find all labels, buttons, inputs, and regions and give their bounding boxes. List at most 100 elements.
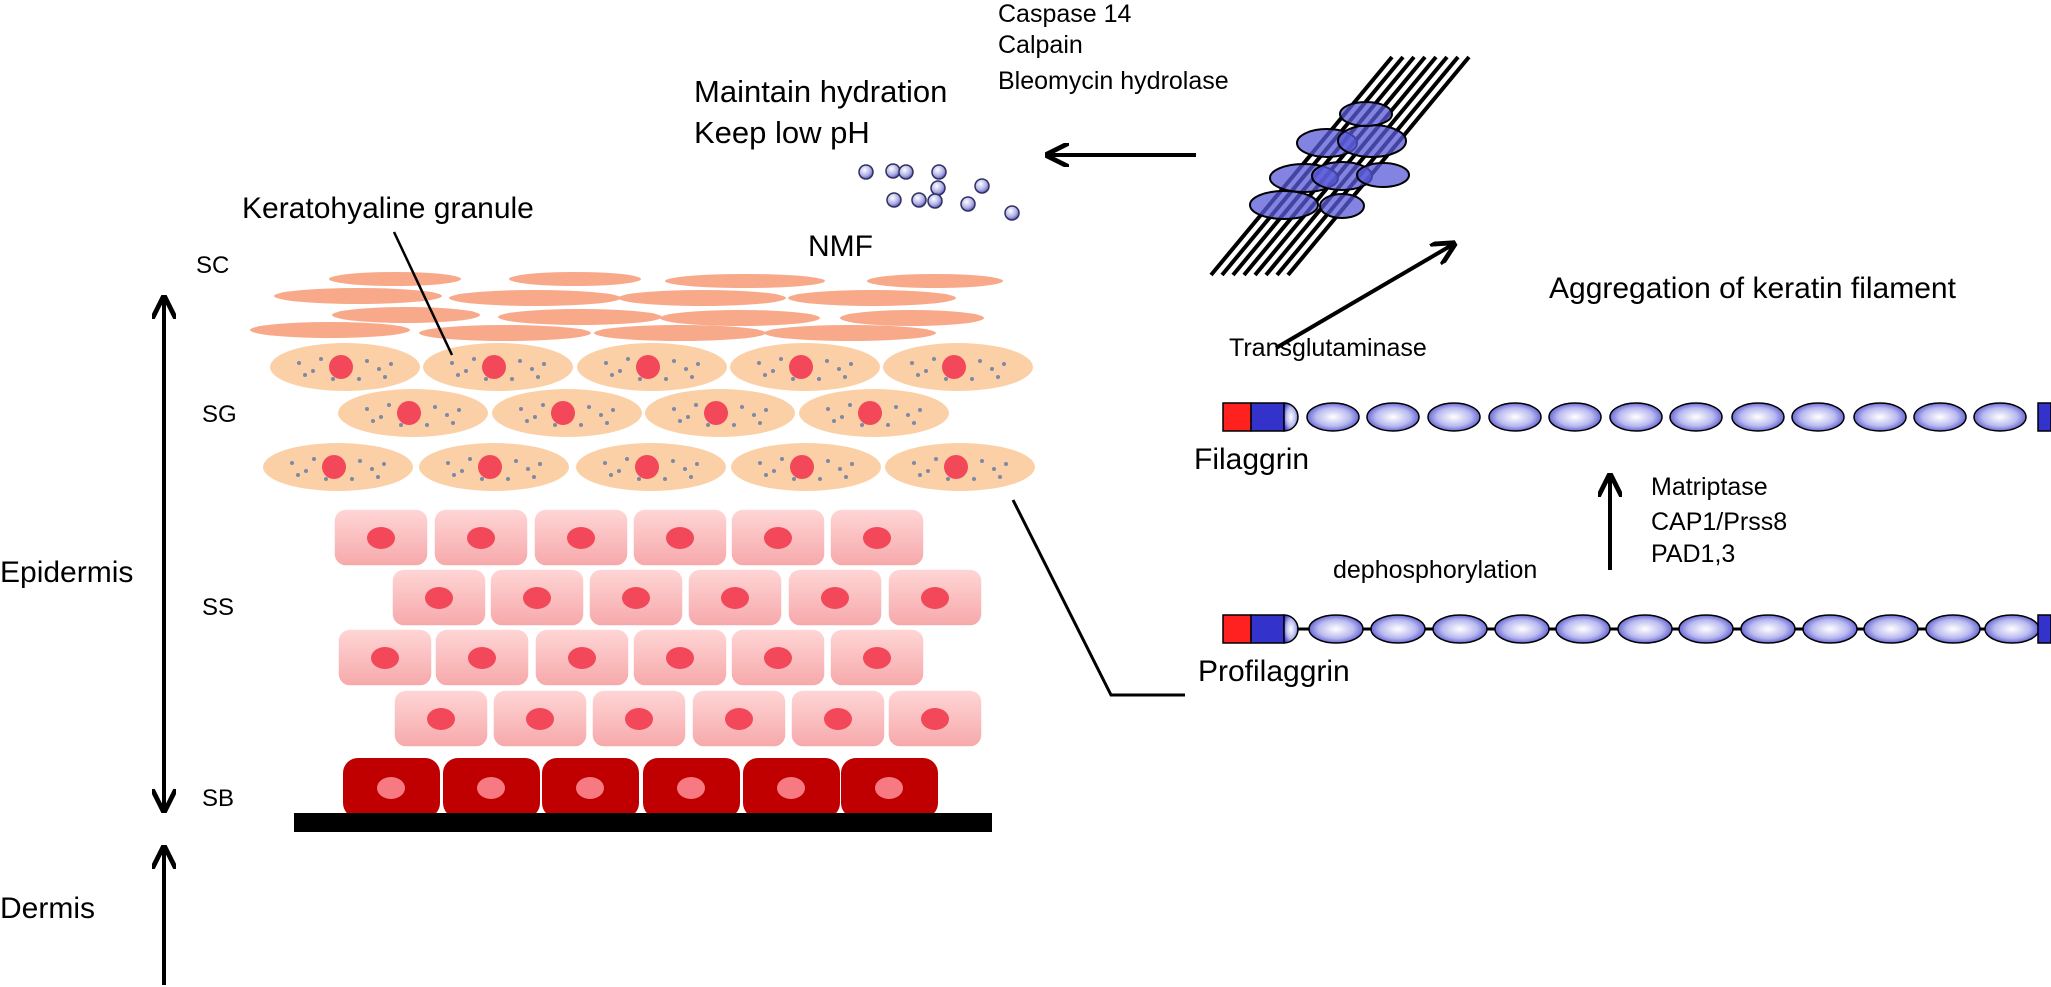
keratohyaline-granule (452, 473, 456, 477)
ss-nucleus (468, 647, 496, 669)
keratohyaline-granule (706, 423, 710, 427)
profilaggrin-repeat (1555, 614, 1611, 644)
keratohyaline-granule (460, 469, 464, 473)
keratohyaline-granule (383, 375, 387, 379)
keratohyaline-granule (611, 408, 615, 412)
keratohyaline-granule (468, 457, 472, 461)
nmf-molecule (930, 180, 946, 196)
aggregation-label: Aggregation of keratin filament (1549, 272, 1957, 305)
keratohyaline-granule (579, 423, 583, 427)
keratohyaline-granule (311, 369, 315, 373)
keratohyaline-granule (912, 461, 916, 465)
nmf-molecule (974, 178, 990, 194)
layer-label-sg: SG (202, 401, 237, 428)
keratohyaline-granule (297, 361, 301, 365)
keratohyaline-granule (324, 477, 328, 481)
sc-cell (329, 272, 461, 286)
filaggrin-repeat (1973, 402, 2027, 432)
keratohyaline-granule (894, 405, 898, 409)
keratohyaline-granule (519, 407, 523, 411)
keratohyaline-granule (998, 475, 1002, 479)
keratohyaline-granule (690, 375, 694, 379)
keratohyaline-granule (678, 419, 682, 423)
profilaggrin-repeat (1494, 614, 1550, 644)
enzyme-mid-3: PAD1,3 (1651, 540, 1735, 568)
keratohyaline-granule (599, 413, 603, 417)
keratohyaline-granule (672, 407, 676, 411)
ss-nucleus (568, 647, 596, 669)
keratohyaline-granule (618, 369, 622, 373)
ss-nucleus (921, 587, 949, 609)
profilaggrin-repeat (1984, 614, 2040, 644)
keratohyaline-granule (663, 477, 667, 481)
keratohyaline-granule (605, 421, 609, 425)
enzyme-top-2: Calpain (998, 31, 1083, 59)
sc-cell (498, 309, 662, 325)
keratohyaline-granule (484, 377, 488, 381)
nmf-molecule (886, 192, 902, 208)
filaggrin-protein (1222, 402, 2051, 432)
sc-cell (594, 325, 766, 341)
keratohyaline-granule (918, 408, 922, 412)
keratohyaline-granule (319, 357, 323, 361)
profilaggrin-b-domain (1250, 614, 1285, 644)
keratohyaline-granule (542, 362, 546, 366)
keratohyaline-granule (525, 419, 529, 423)
keratohyaline-granule (791, 377, 795, 381)
keratohyaline-granule (331, 377, 335, 381)
enzyme-top-1: Caspase 14 (998, 0, 1132, 28)
keratohyaline-granule (526, 467, 530, 471)
sc-cell (665, 274, 825, 288)
keratohyaline-granule (290, 461, 294, 465)
aggregation-arrow (1274, 245, 1452, 350)
keratohyaline-granule (757, 361, 761, 365)
layer-label-ss: SS (202, 594, 234, 621)
keratohyaline-granule (764, 408, 768, 412)
keratohyaline-granule (840, 415, 844, 419)
keratohyaline-granule (817, 377, 821, 381)
sg-nucleus (636, 355, 660, 379)
ss-nucleus (824, 708, 852, 730)
profilaggrin-repeat (1370, 614, 1426, 644)
sg-nucleus (329, 355, 353, 379)
function-line-1: Maintain hydration (694, 74, 947, 109)
keratohyaline-granule (916, 373, 920, 377)
filaggrin-monomer (1337, 124, 1407, 158)
function-line-2: Keep low pH (694, 115, 870, 150)
keratohyaline-granule (379, 415, 383, 419)
keratohyaline-granule (825, 359, 829, 363)
ss-nucleus (523, 587, 551, 609)
keratohyaline-granule (990, 367, 994, 371)
ss-nucleus (666, 527, 694, 549)
keratohyaline-granule (609, 473, 613, 477)
keratohyaline-granule-label: Keratohyaline granule (242, 192, 534, 225)
nmf-molecule (1004, 205, 1020, 221)
nmf-molecule (911, 192, 927, 208)
profilaggrin-repeat (1308, 614, 1364, 644)
keratohyaline-granule (970, 377, 974, 381)
keratohyaline-granule (848, 403, 852, 407)
keratohyaline-granule (376, 475, 380, 479)
keratohyaline-granule (358, 459, 362, 463)
keratohyaline-granule (758, 461, 762, 465)
sb-nucleus (777, 777, 805, 799)
keratohyaline-granule (370, 467, 374, 471)
ss-layer (333, 508, 983, 748)
profilaggrin-s100-domain (1222, 614, 1252, 644)
sg-nucleus (397, 401, 421, 425)
ss-nucleus (526, 708, 554, 730)
keratohyaline-granule (530, 367, 534, 371)
layer-label-sb: SB (202, 785, 234, 812)
keratohyaline-granule (764, 473, 768, 477)
keratohyaline-granule (910, 361, 914, 365)
sg-nucleus (635, 455, 659, 479)
keratohyaline-granule (553, 423, 557, 427)
filaggrin-label: Filaggrin (1194, 443, 1309, 476)
keratohyaline-granule (638, 377, 642, 381)
ss-nucleus (622, 587, 650, 609)
keratohyaline-granule (541, 403, 545, 407)
profilaggrin-repeat (1678, 614, 1734, 644)
keratohyaline-granule (350, 477, 354, 481)
keratohyaline-granule (826, 459, 830, 463)
